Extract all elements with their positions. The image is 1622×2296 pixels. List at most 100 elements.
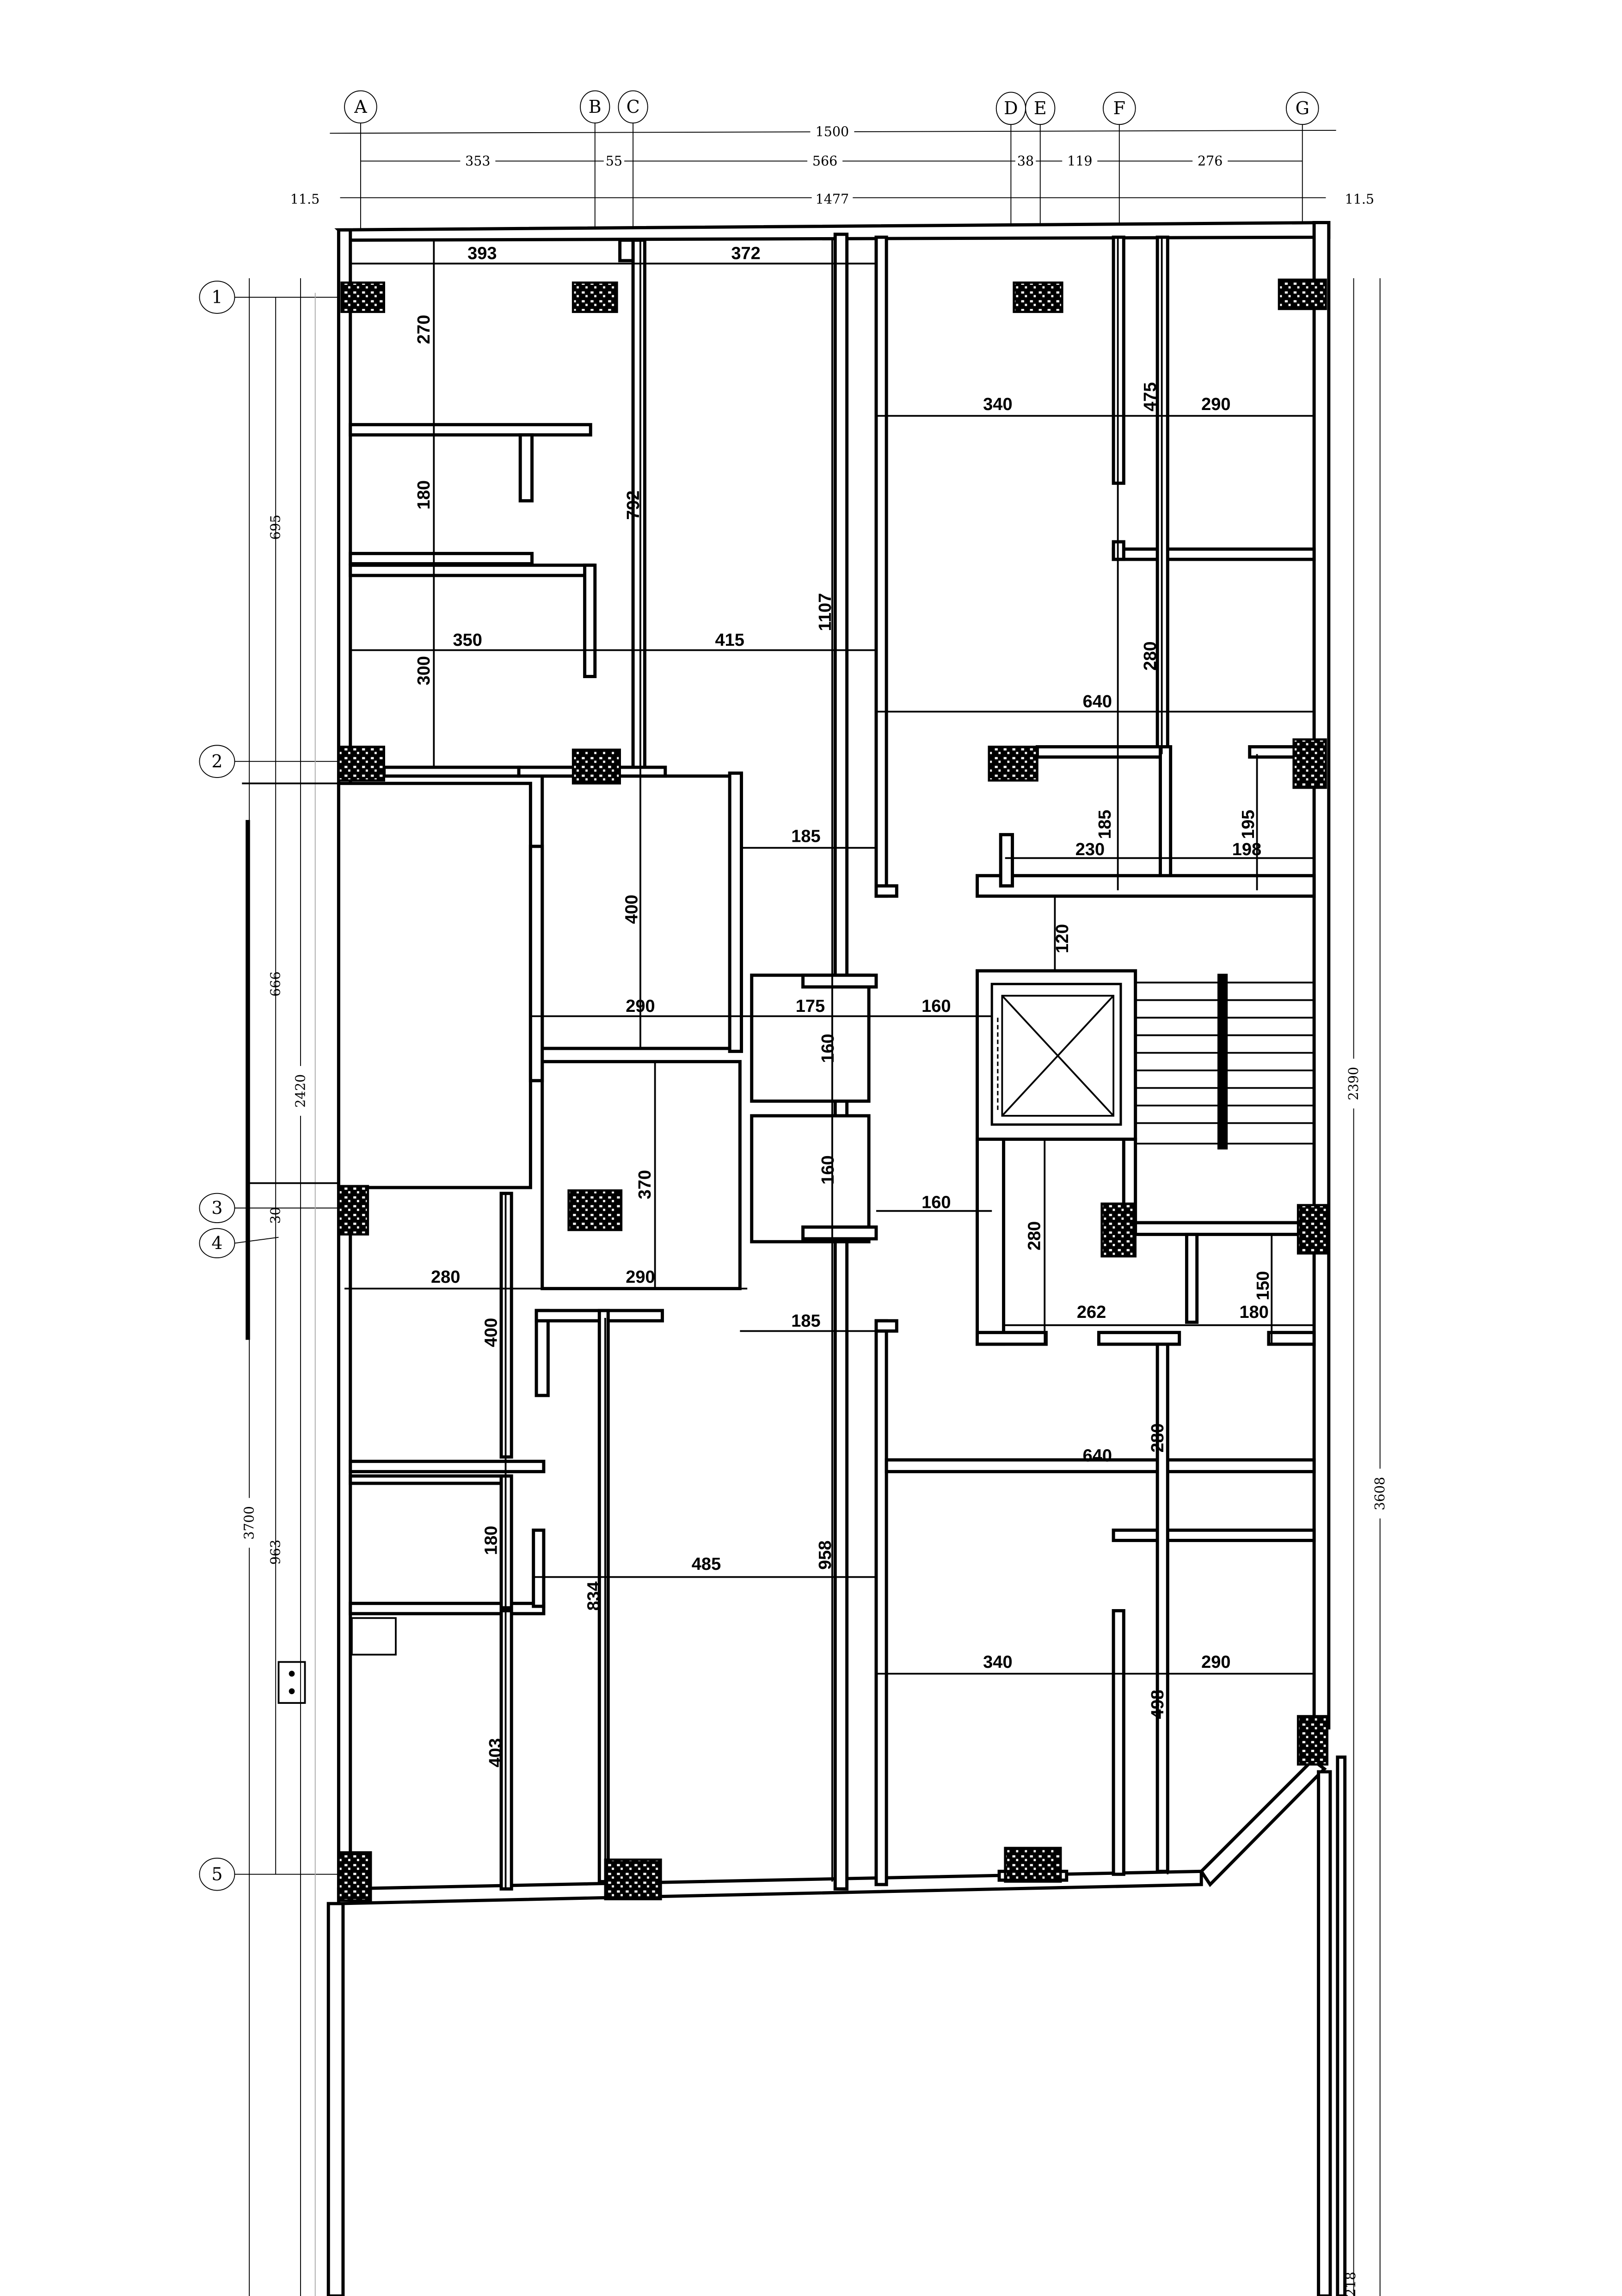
column (1296, 1715, 1329, 1766)
svg-text:963: 963 (268, 1540, 283, 1565)
svg-text:185: 185 (791, 1311, 820, 1331)
svg-text:160: 160 (818, 1034, 838, 1063)
svg-text:1477: 1477 (816, 191, 849, 207)
svg-text:353: 353 (465, 153, 490, 169)
svg-text:160: 160 (922, 1193, 951, 1212)
svg-text:175: 175 (796, 997, 825, 1016)
svg-text:30: 30 (268, 1207, 283, 1224)
svg-text:119: 119 (1067, 153, 1092, 169)
svg-text:120: 120 (1053, 924, 1072, 953)
grid-marker-2: 2 (199, 745, 345, 778)
column (338, 746, 385, 782)
svg-text:372: 372 (731, 244, 760, 263)
grid-marker-1: 1 (199, 281, 345, 314)
grid-marker-e: E (1025, 92, 1056, 234)
svg-text:185: 185 (791, 827, 820, 846)
column (338, 1185, 369, 1236)
svg-text:180: 180 (414, 480, 434, 509)
column (571, 281, 618, 313)
column (988, 746, 1038, 782)
svg-text:3: 3 (211, 1198, 222, 1218)
structural-columns (338, 278, 1329, 1902)
interior-dimension-labels: 393 372 270 180 792 300 350 415 1107 340… (414, 244, 1273, 1768)
svg-text:393: 393 (467, 244, 497, 263)
svg-text:230: 230 (1075, 840, 1105, 859)
svg-text:290: 290 (626, 1267, 655, 1287)
svg-text:11.5: 11.5 (1345, 191, 1374, 207)
svg-text:958: 958 (816, 1540, 835, 1569)
svg-text:11.5: 11.5 (290, 191, 319, 207)
column (1100, 1202, 1137, 1258)
grid-marker-5: 5 (199, 1857, 345, 1891)
svg-text:G: G (1296, 98, 1309, 118)
svg-text:B: B (589, 97, 602, 117)
svg-text:2: 2 (211, 751, 222, 771)
svg-text:185: 185 (1095, 810, 1115, 839)
svg-text:D: D (1004, 98, 1018, 118)
staircase-icon (1137, 974, 1315, 1150)
left-facade (242, 782, 340, 1704)
column (604, 1858, 662, 1900)
grid-marker-f: F (1103, 92, 1136, 234)
svg-text:1: 1 (211, 287, 222, 307)
svg-text:1107: 1107 (816, 593, 835, 631)
svg-text:300: 300 (414, 656, 434, 685)
exterior-dimensions: 1500 353 55 566 38 119 276 11.5 1477 11.… (240, 123, 1389, 2296)
column (571, 748, 621, 785)
svg-text:498: 498 (1148, 1690, 1167, 1719)
svg-text:5: 5 (211, 1864, 222, 1884)
svg-text:2390: 2390 (1346, 1067, 1361, 1101)
svg-text:198: 198 (1232, 840, 1261, 859)
grid-marker-a: A (344, 90, 377, 234)
column (1278, 278, 1327, 310)
svg-text:262: 262 (1077, 1303, 1106, 1322)
svg-text:340: 340 (983, 1653, 1012, 1672)
svg-text:280: 280 (1025, 1221, 1044, 1250)
svg-text:695: 695 (268, 514, 283, 539)
svg-text:160: 160 (818, 1155, 838, 1184)
svg-text:350: 350 (453, 631, 482, 650)
grid-marker-g: G (1285, 92, 1319, 234)
svg-text:A: A (354, 97, 367, 117)
svg-text:475: 475 (1141, 382, 1160, 411)
grid-row-markers: 1 2 3 4 5 (199, 281, 345, 1891)
svg-text:290: 290 (1201, 1653, 1230, 1672)
svg-text:F: F (1113, 98, 1125, 118)
svg-text:180: 180 (482, 1526, 501, 1555)
grid-marker-b: B (580, 90, 610, 234)
column (338, 1851, 372, 1902)
svg-text:400: 400 (482, 1318, 501, 1347)
svg-text:3700: 3700 (242, 1506, 257, 1540)
column (1292, 738, 1327, 789)
svg-text:280: 280 (431, 1267, 460, 1287)
svg-text:C: C (627, 97, 640, 117)
interior-dimension-lines (344, 237, 1315, 1889)
sink-icon (277, 1661, 306, 1704)
svg-text:485: 485 (692, 1555, 721, 1574)
svg-text:280: 280 (1148, 1423, 1167, 1452)
column (1296, 1204, 1329, 1255)
svg-text:195: 195 (1239, 810, 1258, 839)
svg-text:290: 290 (626, 997, 655, 1016)
svg-text:792: 792 (624, 490, 643, 520)
svg-text:3608: 3608 (1372, 1477, 1388, 1511)
column (340, 281, 385, 313)
grid-marker-c: C (618, 90, 648, 234)
svg-text:E: E (1034, 98, 1047, 118)
svg-text:2420: 2420 (293, 1074, 308, 1108)
svg-text:403: 403 (486, 1738, 505, 1767)
svg-text:4: 4 (211, 1233, 222, 1253)
svg-text:55: 55 (606, 153, 622, 169)
column (567, 1189, 623, 1231)
svg-text:160: 160 (922, 997, 951, 1016)
svg-text:290: 290 (1201, 395, 1230, 414)
svg-text:370: 370 (635, 1170, 655, 1199)
svg-text:1500: 1500 (816, 124, 849, 140)
column (1004, 1847, 1062, 1883)
svg-text:38: 38 (1017, 153, 1034, 169)
column (1013, 281, 1063, 313)
svg-text:150: 150 (1253, 1271, 1273, 1300)
walls (326, 220, 1347, 2296)
svg-text:640: 640 (1083, 1446, 1112, 1465)
